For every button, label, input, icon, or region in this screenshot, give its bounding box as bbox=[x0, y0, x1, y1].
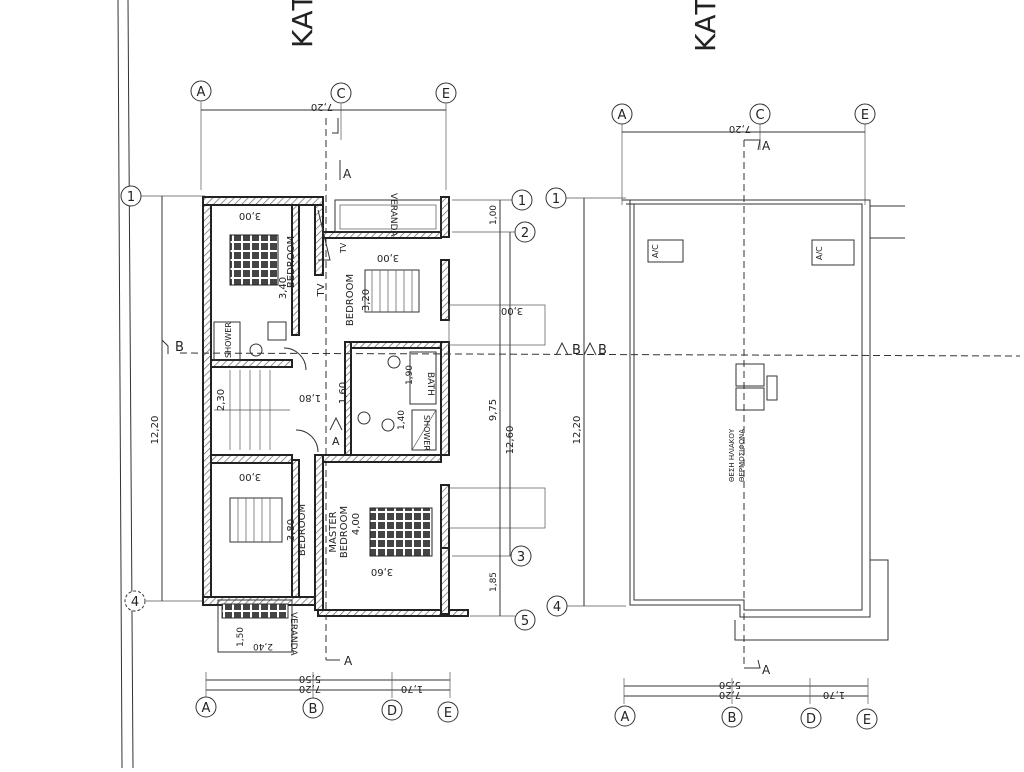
axis-bubble-b-bottom: B bbox=[309, 702, 318, 717]
dim-roof-bottom-b: 1,70 bbox=[823, 689, 845, 700]
label-heater-line2: ΘΕΡΜΟΣΙΦΩΝΑ bbox=[738, 429, 746, 482]
axis-bubble-d-roof-bottom: D bbox=[806, 712, 816, 727]
dim-hall-180: 1,80 bbox=[299, 392, 321, 403]
axis-bubble-e-roof-top: E bbox=[861, 108, 869, 123]
axis-bubble-5: 5 bbox=[521, 614, 529, 629]
axis-bubble-c-top: C bbox=[336, 87, 345, 102]
dim-mid-300: 3,00 bbox=[501, 305, 523, 316]
dim-right-total: 12,20 bbox=[572, 416, 583, 445]
dim-roof-top-width: 7,20 bbox=[729, 123, 751, 134]
room-shower-2: SHOWER bbox=[422, 415, 431, 451]
section-b-mid: B bbox=[572, 343, 581, 358]
dim-room-160: 1,60 bbox=[338, 382, 349, 404]
section-a-mid: A bbox=[332, 435, 340, 448]
section-a-roof-top: A bbox=[762, 139, 771, 153]
room-bedroom-1: BEDROOM bbox=[286, 236, 297, 288]
section-b-right: B bbox=[598, 343, 607, 358]
axis-bubble-a-roof-top: A bbox=[618, 108, 627, 123]
right-plan: A C E 7,20 A A/C A/C ΘΕΣΗ ΗΛΙΑΚΟΥ ΘΕΡΜΟΣ… bbox=[545, 103, 905, 730]
dim-room-240: 2,40 bbox=[253, 641, 273, 651]
axis-bubble-1-left: 1 bbox=[127, 190, 135, 205]
axis-bubble-4-roof: 4 bbox=[553, 600, 561, 615]
dim-room-300-c: 3,00 bbox=[239, 471, 261, 482]
axis-bubble-e-roof-bottom: E bbox=[863, 713, 871, 728]
dim-left-total: 12,20 bbox=[150, 416, 161, 445]
room-bath: BATH bbox=[425, 372, 435, 396]
axis-bubble-e-bottom: E bbox=[444, 706, 452, 721]
label-ac-2: A/C bbox=[815, 246, 824, 260]
title-left: ΚΑΤ bbox=[286, 0, 319, 48]
axis-bubble-1-roof: 1 bbox=[552, 192, 560, 207]
stair-flight bbox=[214, 370, 290, 450]
room-veranda-bottom: VERANDA bbox=[288, 612, 298, 656]
dim-room-320: 3,20 bbox=[361, 289, 372, 311]
label-tv-1: TV bbox=[316, 283, 327, 297]
dim-room-150: 1,50 bbox=[236, 627, 246, 647]
label-tv-2: TV bbox=[339, 242, 348, 254]
axis-bubble-a-roof-bottom: A bbox=[621, 710, 630, 725]
dim-room-140: 1,40 bbox=[397, 410, 407, 430]
dim-bottom-width: 7,20 bbox=[299, 683, 321, 694]
dim-room-230: 2,30 bbox=[216, 389, 227, 411]
axis-bubble-a-top: A bbox=[197, 85, 206, 100]
dim-roof-bottom-width: 7,20 bbox=[719, 689, 741, 700]
room-master-bedroom-line2: BEDROOM bbox=[339, 506, 350, 558]
title-right: ΚΑΤ bbox=[689, 0, 722, 52]
room-bedroom-2: BEDROOM bbox=[345, 274, 356, 326]
dim-top-width: 7,20 bbox=[311, 101, 333, 112]
dim-bottom-a: 5,50 bbox=[299, 673, 321, 684]
dim-room-380: 3,80 bbox=[286, 519, 297, 541]
dim-room-190: 1,90 bbox=[405, 365, 415, 385]
dim-room-300-b: 3,00 bbox=[377, 252, 399, 263]
dim-roof-bottom-a: 5,50 bbox=[719, 679, 741, 690]
section-a-top: A bbox=[343, 167, 352, 181]
dim-mid-975: 9,75 bbox=[488, 399, 499, 421]
room-bedroom-3: BEDROOM bbox=[297, 504, 308, 556]
dim-bottom-b: 1,70 bbox=[401, 683, 423, 694]
section-a-bottom: A bbox=[344, 654, 353, 668]
dim-room-400: 4,00 bbox=[351, 513, 362, 535]
dim-mid-100: 1,00 bbox=[489, 205, 499, 225]
axis-bubble-4-left: 4 bbox=[131, 595, 139, 610]
dim-mid-185: 1,85 bbox=[489, 572, 499, 592]
dim-mid-1260: 12,60 bbox=[505, 426, 516, 455]
label-ac-1: A/C bbox=[651, 244, 660, 258]
axis-bubble-d-bottom: D bbox=[387, 704, 397, 719]
dim-room-340: 3,40 bbox=[278, 277, 289, 299]
room-shower-1: SHOWER bbox=[224, 322, 233, 358]
axis-bubble-b-roof-bottom: B bbox=[728, 711, 737, 726]
axis-bubble-2: 2 bbox=[521, 226, 529, 241]
axis-bubble-a-bottom: A bbox=[202, 701, 211, 716]
left-plan: A C E 7,20 A 1 4 12,20 B bbox=[120, 80, 1021, 723]
axis-bubble-1-mid: 1 bbox=[518, 194, 526, 209]
axis-bubble-e-top: E bbox=[442, 87, 450, 102]
label-heater-line1: ΘΕΣΗ ΗΛΙΑΚΟΥ bbox=[728, 428, 736, 482]
axis-bubble-c-roof-top: C bbox=[755, 108, 764, 123]
axis-bubble-3: 3 bbox=[517, 550, 525, 565]
dim-room-300-a: 3,00 bbox=[239, 210, 261, 221]
dim-room-360: 3,60 bbox=[371, 566, 393, 577]
room-veranda-top: VERANDA bbox=[388, 193, 398, 237]
section-a-roof-bottom: A bbox=[762, 663, 771, 677]
room-master-bedroom-line1: MASTER bbox=[328, 511, 339, 552]
section-b-left: B bbox=[175, 340, 184, 355]
sheet-border bbox=[117, 0, 134, 769]
